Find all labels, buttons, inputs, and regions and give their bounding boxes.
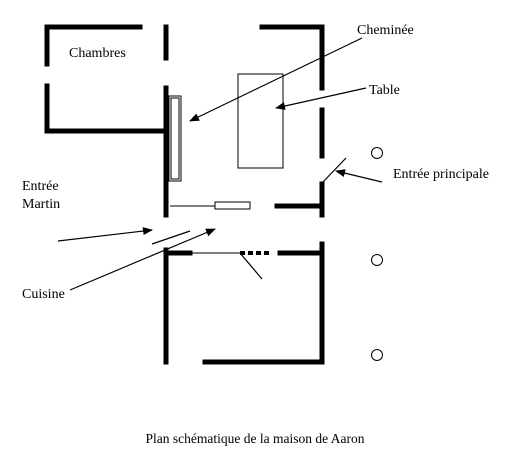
- main-walls: [163, 24, 325, 218]
- interior-divider: [170, 201, 251, 210]
- label-entree-principale: Entrée principale: [393, 167, 489, 182]
- circle-marker-icon: [371, 349, 383, 361]
- table-shape: [237, 73, 284, 169]
- arrow-icon: [189, 37, 363, 122]
- outdoor-markers: [371, 147, 383, 361]
- label-table: Table: [369, 83, 400, 98]
- arrow-icon: [69, 228, 216, 291]
- circle-marker-icon: [371, 254, 383, 266]
- arrow-icon: [275, 87, 367, 110]
- circle-marker-icon: [371, 147, 383, 159]
- arrow-icon: [151, 230, 191, 245]
- label-cheminee: Cheminée: [357, 23, 414, 38]
- label-cuisine: Cuisine: [22, 287, 65, 302]
- fireplace-shape: [168, 95, 182, 182]
- main-entrance-door: [321, 157, 347, 184]
- label-chambres: Chambres: [69, 46, 126, 61]
- arrow-icon: [335, 169, 383, 183]
- diagram-caption: Plan schématique de la maison de Aaron: [146, 431, 365, 446]
- cuisine-room: [163, 241, 325, 365]
- arrow-icon: [57, 227, 153, 242]
- chambres-room: [44, 24, 168, 134]
- label-entree-martin-2: Martin: [22, 197, 60, 212]
- label-entree-martin-1: Entrée: [22, 179, 59, 194]
